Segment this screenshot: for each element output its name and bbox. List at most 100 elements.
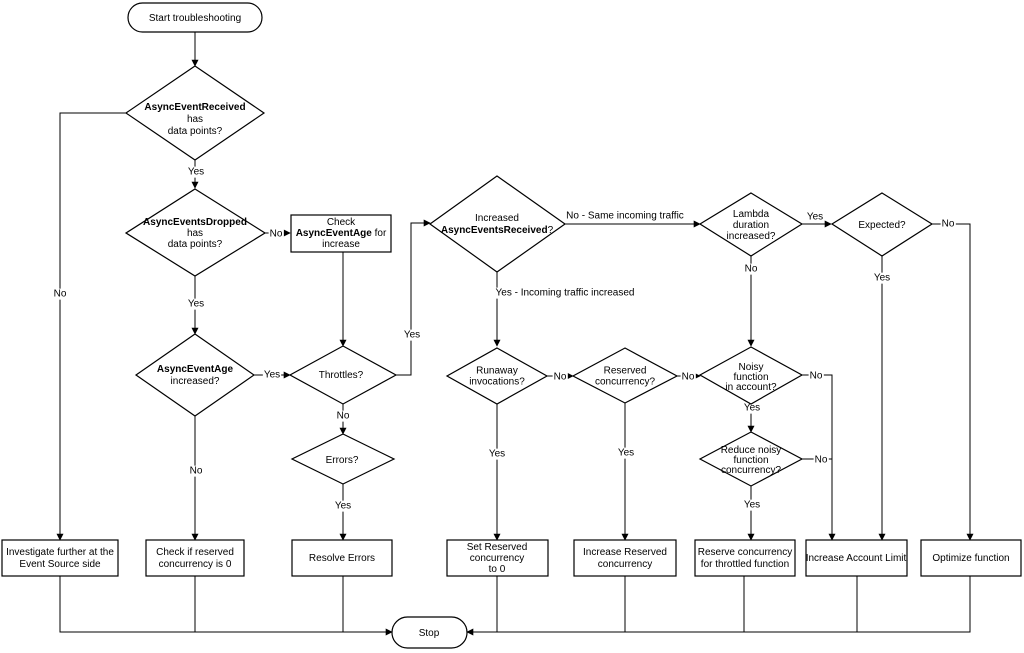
- result-resolve-errors-label: Resolve Errors: [309, 553, 375, 564]
- node-label-run: AsyncEventsDropped: [143, 217, 247, 228]
- node-label-run: increased?: [727, 231, 776, 242]
- decision-errors: Errors?: [290, 433, 396, 485]
- node-label-run: Optimize function: [932, 553, 1009, 564]
- edge-label-throttles-no: No: [337, 411, 350, 422]
- node-label-run: concurrency: [598, 559, 652, 570]
- edge-expected-no: [932, 223, 974, 541]
- edge-label-bg: [742, 402, 762, 414]
- edge-stop-right: [466, 576, 971, 636]
- node-label-run: Increase Reserved: [583, 547, 667, 558]
- edge-label-increased-yes: Yes - Incoming traffic increased: [496, 288, 635, 299]
- node-label-run: Start troubleshooting: [149, 13, 241, 24]
- result-increase-account-limit-label: Increase Account Limit: [806, 553, 907, 564]
- edge-label-bg: [186, 166, 206, 178]
- edge-label-bg: [565, 210, 685, 222]
- edge-label-bg: [487, 448, 507, 460]
- node-label-run: Resolve Errors: [309, 553, 375, 564]
- node-label-run: function: [733, 455, 768, 466]
- node-label-run: concurrency?: [595, 376, 655, 387]
- node-label-run: Reserve concurrency: [698, 547, 792, 558]
- node-label-run: Check if reserved: [156, 547, 234, 558]
- node-label-run: Throttles?: [319, 370, 364, 381]
- edge-throttles-yes: [396, 219, 431, 376]
- node-label-run: Reduce noisy: [721, 445, 782, 456]
- edge-label-lambda-no: No: [745, 264, 758, 275]
- edge-label-reserved-no: No: [682, 372, 695, 383]
- edge-label-expected-yes: Yes: [874, 273, 890, 284]
- edge-label-dropped-yes: Yes: [188, 299, 204, 310]
- edge-label-bg: [680, 371, 696, 383]
- edge-label-received-yes: Yes: [188, 167, 204, 178]
- node-label-run: Expected?: [858, 220, 906, 231]
- node-label-run: data points?: [168, 239, 223, 250]
- node-label-run: for: [372, 228, 387, 239]
- edge-label-bg: [808, 370, 824, 382]
- edge-stop-left: [59, 576, 393, 636]
- node-label-run: increase: [322, 239, 360, 250]
- edge-label-increased-no: No - Same incoming traffic: [566, 211, 684, 222]
- edge-label-bg: [262, 369, 282, 381]
- node-label-run: Errors?: [326, 455, 359, 466]
- edge-label-bg: [268, 228, 284, 240]
- start-terminal: Start troubleshooting: [127, 2, 263, 33]
- node-label-run: function: [733, 372, 768, 383]
- edge-label-bg: [872, 272, 892, 284]
- node-label-run: AsyncEventsReceived: [441, 225, 548, 236]
- edge-label-noisy-yes: Yes: [744, 403, 760, 414]
- node-label-run: AsyncEventAge: [296, 228, 373, 239]
- edge-label-bg: [813, 454, 829, 466]
- edge-label-reserved-yes: Yes: [618, 448, 634, 459]
- node-label-run: data points?: [168, 126, 223, 137]
- result-optimize-function-label: Optimize function: [932, 553, 1009, 564]
- start-terminal-label: Start troubleshooting: [149, 13, 241, 24]
- edge-label-bg: [402, 329, 422, 341]
- node-label-run: concurrency is 0: [159, 559, 232, 570]
- decision-errors-label: Errors?: [326, 455, 359, 466]
- node-label-run: Set Reserved: [467, 542, 528, 553]
- edge-label-throttles-yes: Yes: [404, 330, 420, 341]
- edge-label-bg: [186, 298, 206, 310]
- result-optimize-function: Optimize function: [920, 539, 1022, 577]
- decision-throttles-label: Throttles?: [319, 370, 364, 381]
- node-label-run: increased?: [171, 376, 220, 387]
- edge-label-runaway-no: No: [554, 372, 567, 383]
- node-label-run: Event Source side: [19, 559, 101, 570]
- edge-label-bg: [743, 263, 759, 275]
- node-label-run: Noisy: [738, 362, 763, 373]
- node-label-run: to 0: [489, 564, 506, 575]
- edge-label-age-yes: Yes: [264, 370, 280, 381]
- node-label-run: Reserved: [604, 365, 647, 376]
- decision-expected-label: Expected?: [858, 220, 906, 231]
- edge-label-expected-no: No: [942, 219, 955, 230]
- node-label-run: Increase Account Limit: [806, 553, 907, 564]
- node-label-run: AsyncEventAge: [157, 364, 234, 375]
- edge-label-bg: [52, 288, 68, 300]
- edge-label-bg: [335, 410, 351, 422]
- node-label-run: Lambda: [733, 209, 770, 220]
